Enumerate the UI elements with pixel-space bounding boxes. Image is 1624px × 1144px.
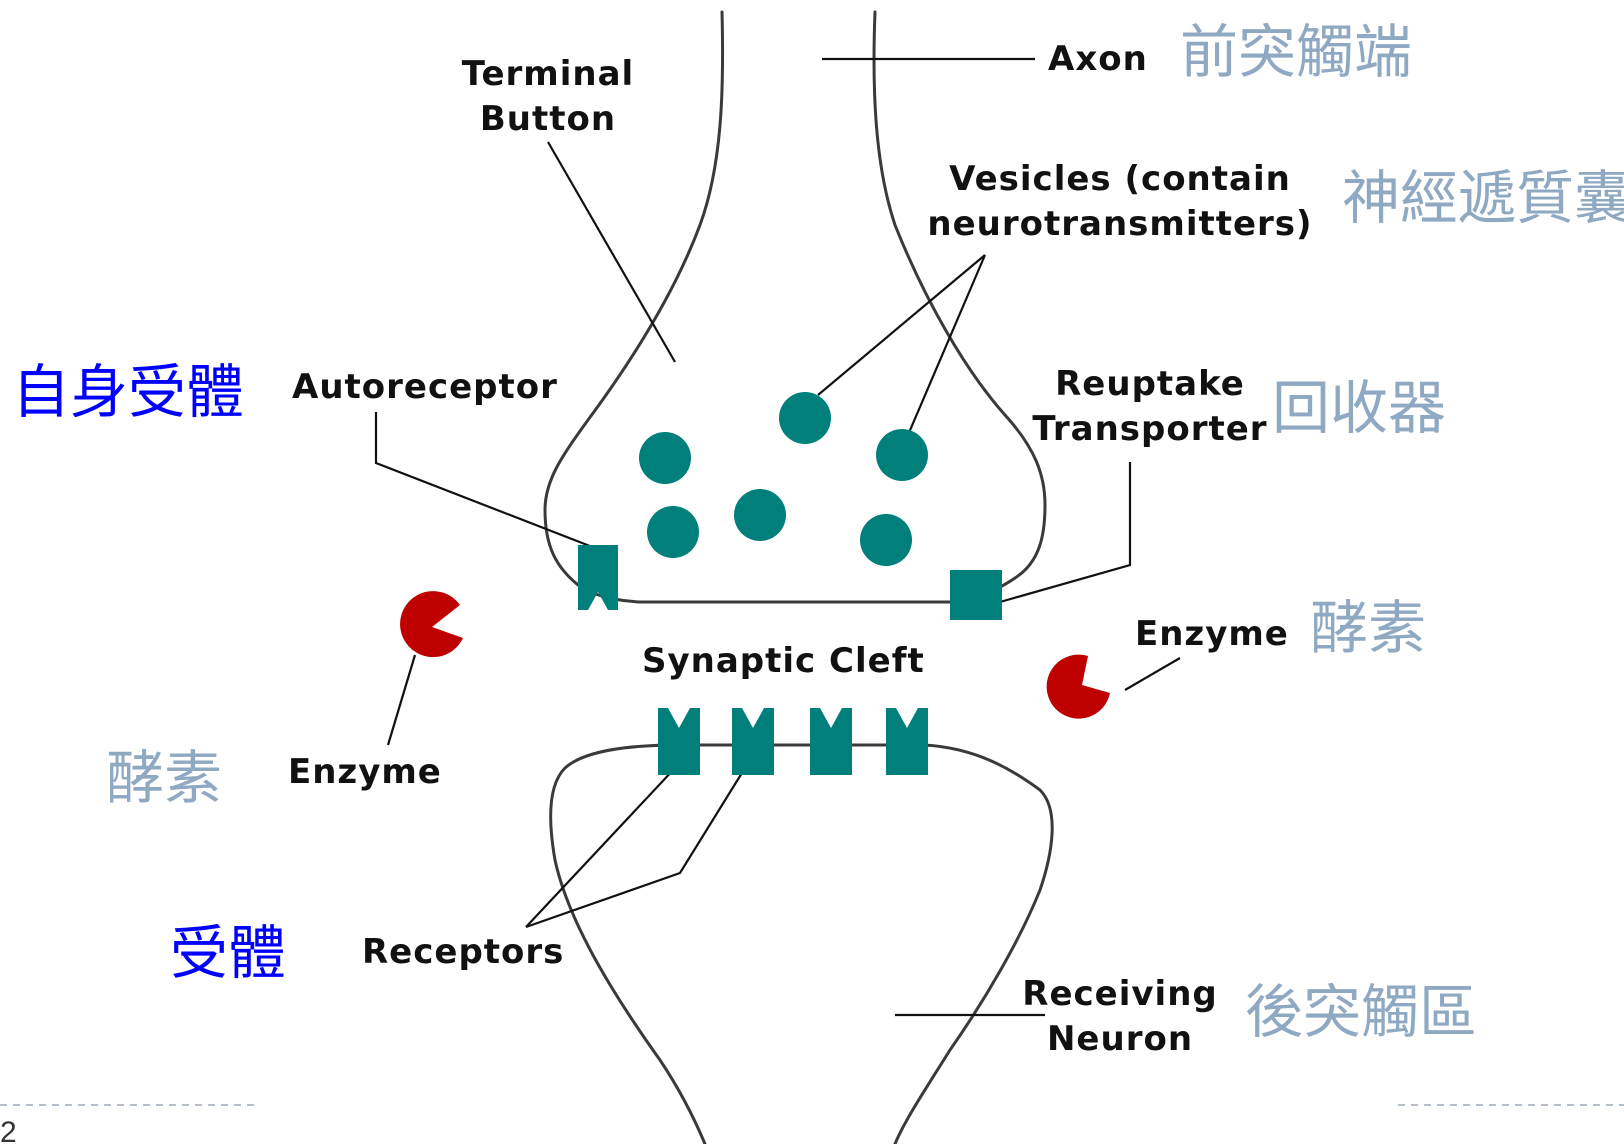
receptors-chinese: 受體 bbox=[170, 919, 286, 987]
enzyme-right-label: Enzyme bbox=[1135, 614, 1289, 654]
terminal-button-leader bbox=[548, 142, 675, 362]
vesicle bbox=[647, 506, 699, 558]
vesicle bbox=[639, 432, 691, 484]
reuptake-label: Transporter bbox=[1032, 409, 1267, 449]
page-number: 2 bbox=[0, 1116, 17, 1144]
synaptic-cleft-label: Synaptic Cleft bbox=[642, 641, 925, 681]
receptors-leader-1 bbox=[526, 768, 675, 927]
receptors-label: Receptors bbox=[362, 932, 564, 972]
vesicles-leader-1 bbox=[818, 255, 985, 395]
reuptake-chinese: 回收器 bbox=[1272, 374, 1446, 442]
enzyme-left-shape bbox=[400, 591, 463, 657]
autoreceptor-label: Autoreceptor bbox=[292, 367, 558, 407]
terminal-button-label: Terminal bbox=[462, 54, 634, 94]
enzyme-right-leader bbox=[1125, 658, 1180, 690]
autoreceptor-shape bbox=[578, 545, 618, 610]
autoreceptor-leader bbox=[376, 412, 595, 548]
receiving-neuron-chinese: 後突觸區 bbox=[1245, 978, 1477, 1046]
reuptake-label: Reuptake bbox=[1055, 364, 1245, 404]
vesicles-chinese: 神經遞質囊 bbox=[1342, 164, 1624, 232]
receiving-neuron-label: Receiving bbox=[1022, 974, 1217, 1014]
vesicle bbox=[860, 514, 912, 566]
receptor-shape bbox=[810, 708, 852, 775]
vesicles-leader-2 bbox=[905, 255, 985, 442]
enzyme-left-leader bbox=[388, 655, 415, 745]
vesicle bbox=[779, 392, 831, 444]
postsynaptic-outline bbox=[551, 745, 705, 1144]
receptor-shape bbox=[732, 708, 774, 775]
receptors-leader-2 bbox=[526, 768, 745, 927]
autoreceptor-chinese: 自身受體 bbox=[12, 358, 244, 426]
vesicles-label: Vesicles (contain bbox=[949, 159, 1291, 199]
receptor-shape bbox=[886, 708, 928, 775]
enzyme-left-label: Enzyme bbox=[288, 752, 442, 792]
vesicles-label: neurotransmitters) bbox=[927, 204, 1312, 244]
enzyme-left-chinese: 酵素 bbox=[106, 744, 222, 812]
vesicle bbox=[734, 489, 786, 541]
enzyme-right-chinese: 酵素 bbox=[1310, 594, 1426, 662]
reuptake-transporter-shape bbox=[950, 570, 1002, 620]
postsynaptic-outline-membrane bbox=[680, 745, 1052, 1144]
terminal-button-label: Button bbox=[480, 99, 616, 139]
receiving-neuron-label: Neuron bbox=[1047, 1019, 1193, 1059]
vesicle bbox=[876, 429, 928, 481]
reuptake-leader bbox=[1000, 462, 1130, 602]
presynaptic-outline-right bbox=[874, 12, 1045, 590]
receptor-shape bbox=[658, 708, 700, 775]
axon-label: Axon bbox=[1048, 39, 1148, 79]
enzyme-right-shape bbox=[1047, 655, 1110, 719]
axon-chinese: 前突觸端 bbox=[1180, 18, 1412, 86]
